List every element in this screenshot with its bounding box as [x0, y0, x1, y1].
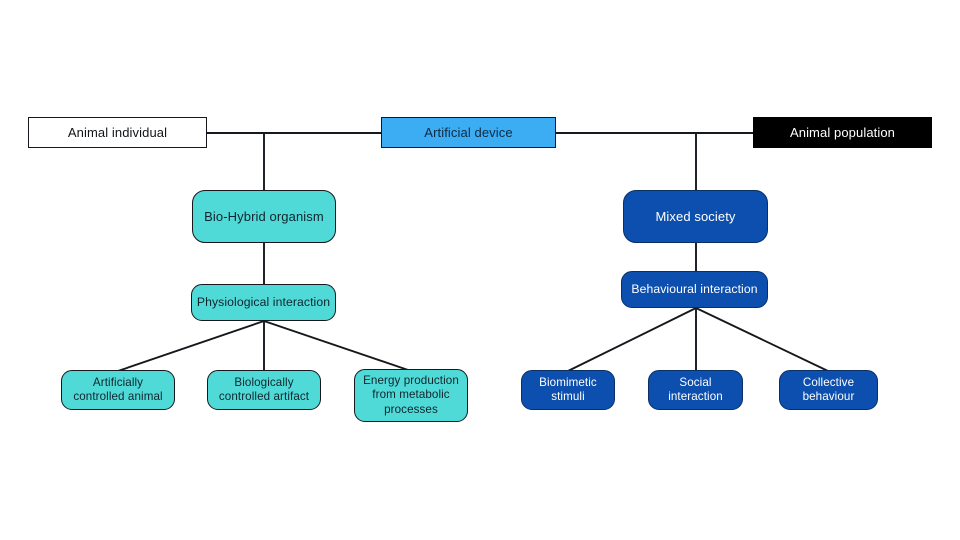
edge-behavioural-to-biomimetic-stimuli	[567, 307, 697, 372]
node-bio-hybrid-organism-label: Bio-Hybrid organism	[204, 208, 324, 224]
node-energy-production[interactable]: Energy production from metabolic process…	[354, 369, 468, 422]
node-artificial-device[interactable]: Artificial device	[381, 117, 556, 148]
node-physiological-interaction-label: Physiological interaction	[196, 295, 331, 310]
node-artificially-controlled-animal-label: Artificially controlled animal	[73, 375, 163, 403]
node-artificially-controlled-animal[interactable]: Artificially controlled animal	[61, 370, 175, 410]
node-energy-production-label: Energy production from metabolic process…	[363, 374, 459, 416]
edge-physiological-to-artificially-controlled-animal	[117, 320, 265, 372]
node-collective-behaviour-label: Collective behaviour	[802, 375, 855, 403]
node-behavioural-interaction-label: Behavioural interaction	[631, 282, 758, 297]
node-physiological-interaction[interactable]: Physiological interaction	[191, 284, 336, 321]
node-behavioural-interaction[interactable]: Behavioural interaction	[621, 271, 768, 308]
node-mixed-society-label: Mixed society	[655, 208, 736, 224]
node-bio-hybrid-organism[interactable]: Bio-Hybrid organism	[192, 190, 336, 243]
node-biomimetic-stimuli[interactable]: Biomimetic stimuli	[521, 370, 615, 410]
node-artificial-device-label: Artificial device	[424, 124, 513, 140]
node-biologically-controlled-artifact-label: Biologically controlled artifact	[218, 375, 310, 403]
node-animal-individual-label: Animal individual	[67, 124, 168, 140]
edge-physiological-to-energy-production	[263, 320, 412, 372]
node-biologically-controlled-artifact[interactable]: Biologically controlled artifact	[207, 370, 321, 410]
node-social-interaction-label: Social interaction	[668, 375, 723, 403]
edge-behavioural-to-collective-behaviour	[695, 307, 829, 372]
node-biomimetic-stimuli-label: Biomimetic stimuli	[539, 375, 597, 403]
node-collective-behaviour[interactable]: Collective behaviour	[779, 370, 878, 410]
node-social-interaction[interactable]: Social interaction	[648, 370, 743, 410]
node-animal-population-label: Animal population	[789, 124, 896, 140]
node-animal-individual[interactable]: Animal individual	[28, 117, 207, 148]
node-mixed-society[interactable]: Mixed society	[623, 190, 768, 243]
node-animal-population[interactable]: Animal population	[753, 117, 932, 148]
